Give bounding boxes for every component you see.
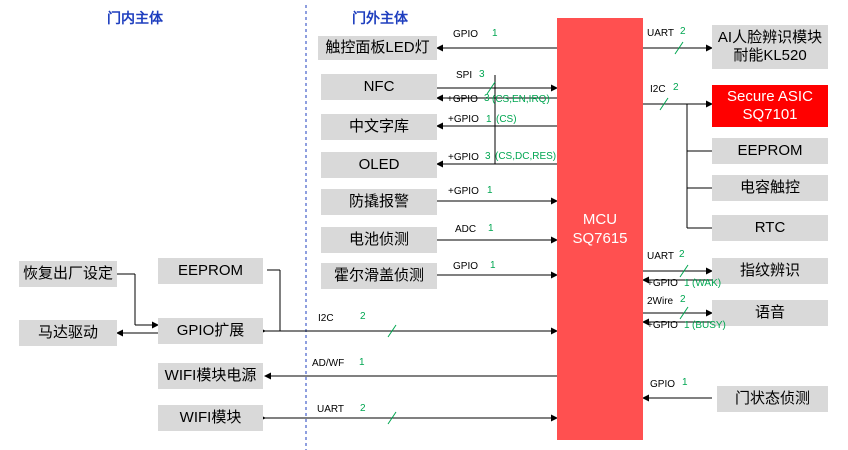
voice-2wire-label: 2Wire (647, 296, 674, 307)
wifi-power-count: 1 (359, 357, 365, 368)
ai-face-module-name: AI人脸辨识模块 (717, 29, 823, 46)
eeprom-right-block[interactable]: EEPROM (712, 138, 828, 164)
ai-uart-label: UART (647, 28, 675, 39)
gpio-expand-i2c-count: 2 (360, 311, 366, 322)
nfc-gpio-pins: (CS,EN,IRQ) (492, 94, 550, 105)
oled-gpio-label: +GPIO (448, 152, 479, 163)
nfc-gpio-label: +GPIO (447, 94, 478, 105)
gpio-expand-i2c-label: I2C (318, 313, 334, 324)
touch-led-bus-count: 1 (492, 28, 498, 39)
mcu-model: SQ7615 (572, 230, 628, 247)
fingerprint-block[interactable]: 指纹辨识 (712, 258, 828, 284)
secure-asic-block[interactable]: Secure ASIC SQ7101 (712, 85, 828, 127)
mcu-label: MCU (582, 211, 618, 228)
slash-i2c (659, 97, 669, 111)
chinese-font-block[interactable]: 中文字库 (321, 114, 437, 140)
section-title-outdoor: 门外主体 (352, 10, 408, 26)
nfc-block[interactable]: NFC (321, 74, 437, 100)
font-gpio-label: +GPIO (448, 114, 479, 125)
voice-gpio-count: 1 (684, 320, 690, 331)
voice-gpio-pins: (BUSY) (692, 320, 726, 331)
gpio-expand-block[interactable]: GPIO扩展 (158, 318, 263, 344)
rtc-block[interactable]: RTC (712, 215, 828, 241)
wifi-module-block[interactable]: WIFI模块 (158, 405, 263, 431)
nfc-spi-count: 3 (479, 69, 485, 80)
slash-finger (679, 264, 689, 278)
secure-asic-name: Secure ASIC (727, 88, 813, 105)
hall-gpio-label: GPIO (453, 261, 479, 272)
nfc-spi-label: SPI (456, 70, 473, 81)
font-gpio-pins: (CS) (496, 114, 517, 125)
motor-drive-block[interactable]: 马达驱动 (19, 320, 117, 346)
tamper-alarm-block[interactable]: 防撬报警 (321, 189, 437, 215)
hall-detect-block[interactable]: 霍尔滑盖侦测 (321, 263, 437, 289)
ai-face-module-block[interactable]: AI人脸辨识模块 耐能KL520 (712, 25, 828, 69)
finger-uart-count: 2 (679, 249, 685, 260)
voice-gpio-label: +GPIO (647, 320, 678, 331)
battery-detect-block[interactable]: 电池侦测 (321, 227, 437, 253)
slash-gpio-expand (387, 324, 397, 338)
touch-panel-led-block[interactable]: 触控面板LED灯 (318, 36, 437, 60)
ai-face-module-model: 耐能KL520 (733, 47, 807, 64)
wifi-power-block[interactable]: WIFI模块电源 (158, 363, 263, 389)
secure-asic-model: SQ7101 (742, 106, 798, 123)
voice-2wire-count: 2 (680, 294, 686, 305)
wifi-uart-count: 2 (360, 403, 366, 414)
i2c-bus-label: I2C (650, 84, 666, 95)
slash-voice (679, 306, 689, 320)
mcu-block[interactable]: MCU SQ7615 (557, 18, 643, 440)
wifi-power-label: AD/WF (312, 358, 345, 369)
wifi-uart-label: UART (317, 404, 345, 415)
eeprom-left-block[interactable]: EEPROM (158, 258, 263, 284)
door-gpio-count: 1 (682, 377, 688, 388)
voice-block[interactable]: 语音 (712, 300, 828, 326)
battery-adc-count: 1 (488, 223, 494, 234)
finger-gpio-count: 1 (684, 278, 690, 289)
oled-gpio-count: 3 (485, 151, 491, 162)
touch-led-bus-label: GPIO (453, 29, 479, 40)
slash-ai (674, 41, 684, 55)
finger-gpio-pins: (WAK) (692, 278, 722, 289)
font-gpio-count: 1 (486, 114, 492, 125)
oled-block[interactable]: OLED (321, 152, 437, 178)
tamper-gpio-label: +GPIO (448, 186, 479, 197)
slash-nfc (486, 81, 496, 95)
ai-uart-count: 2 (680, 26, 686, 37)
hall-gpio-count: 1 (490, 260, 496, 271)
section-title-indoor: 门内主体 (107, 10, 163, 26)
cap-touch-block[interactable]: 电容触控 (712, 175, 828, 201)
nfc-gpio-count: 3 (484, 93, 490, 104)
tamper-gpio-count: 1 (487, 185, 493, 196)
oled-gpio-pins: (CS,DC,RES) (495, 151, 557, 162)
i2c-bus-count: 2 (673, 82, 679, 93)
slash-wifi (387, 411, 397, 425)
door-state-block[interactable]: 门状态侦测 (717, 386, 828, 412)
factory-reset-block[interactable]: 恢复出厂设定 (19, 261, 117, 287)
finger-gpio-label: +GPIO (647, 278, 678, 289)
door-gpio-label: GPIO (650, 379, 676, 390)
battery-adc-label: ADC (455, 224, 477, 235)
finger-uart-label: UART (647, 251, 675, 262)
